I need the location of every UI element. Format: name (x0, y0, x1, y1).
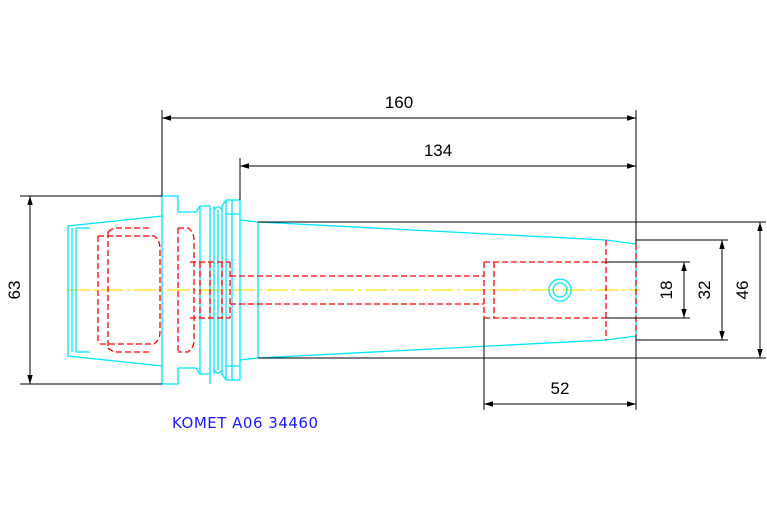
part-number-caption: KOMET A06 34460 (172, 414, 319, 432)
dim-nose-diameter: 46 (733, 281, 752, 300)
dim-overall-length: 160 (385, 93, 413, 112)
dim-bore-diameter: 32 (695, 281, 714, 300)
hidden-lines (97, 227, 637, 353)
dim-bore-depth: 52 (551, 379, 570, 398)
dimension-lines (20, 110, 766, 410)
dim-taper-length: 134 (424, 141, 452, 160)
dim-hole-diameter: 18 (657, 281, 676, 300)
dim-flange-diameter: 63 (5, 281, 24, 300)
tool-holder-outline (67, 195, 637, 385)
